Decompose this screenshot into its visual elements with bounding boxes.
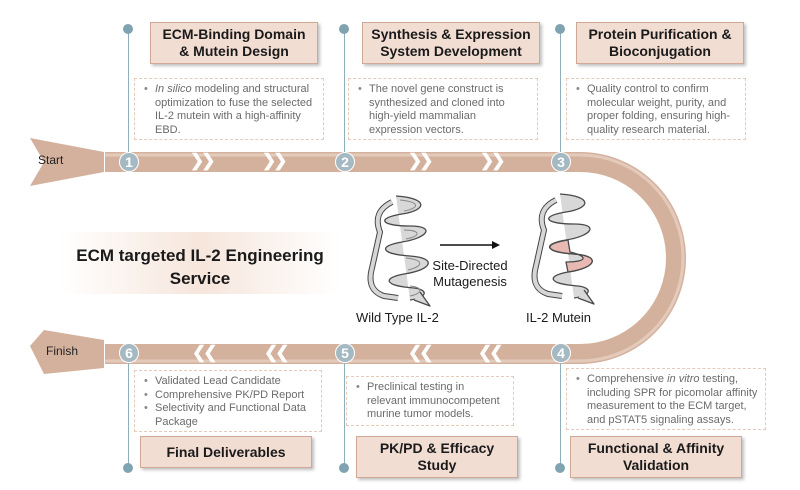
backward-chevrons: ❮❮	[192, 343, 217, 362]
step-1-title: ECM-Binding Domain& Mutein Design	[150, 22, 318, 64]
step-4-pin	[555, 463, 565, 473]
forward-chevrons: ❯❯	[190, 151, 215, 170]
start-arrow	[30, 138, 104, 186]
start-label: Start	[38, 153, 64, 167]
step-4-description: Comprehensive in vitro testing, includin…	[566, 368, 766, 430]
mutein-protein-image	[531, 193, 595, 305]
forward-chevrons: ❯❯	[262, 151, 287, 170]
step-3-title: Protein Purification &Bioconjugation	[576, 22, 744, 64]
forward-chevrons: ❯❯	[480, 151, 505, 170]
step-3-pin	[555, 24, 565, 34]
step-4-number: 4	[551, 343, 571, 363]
mutein-label: IL-2 Mutein	[526, 310, 592, 325]
step-2-pin	[339, 24, 349, 34]
u-track-highlight	[105, 153, 685, 363]
backward-chevrons: ❮❮	[408, 343, 433, 362]
step-6-number: 6	[119, 343, 139, 363]
step-1-number: 1	[119, 152, 139, 172]
deliverable-item: Comprehensive PK/PD Report	[144, 389, 315, 403]
backward-chevrons: ❮❮	[478, 343, 503, 362]
step-6-pin	[123, 463, 133, 473]
step-6-description: Validated Lead Candidate Comprehensive P…	[134, 370, 322, 432]
step-3-number: 3	[551, 152, 571, 172]
deliverable-item: Validated Lead Candidate	[144, 375, 315, 389]
wild-type-protein-image	[367, 195, 431, 307]
step-1-description: In silico modeling and structural optimi…	[134, 78, 324, 140]
title-glow	[60, 232, 340, 294]
forward-chevrons: ❯❯	[408, 151, 433, 170]
step-5-number: 5	[335, 343, 355, 363]
backward-chevrons: ❮❮	[264, 343, 289, 362]
finish-label: Finish	[46, 344, 79, 358]
step-1-pin	[123, 24, 133, 34]
u-track	[105, 152, 686, 364]
step-5-pin	[339, 463, 349, 473]
step-6-title: Final Deliverables	[140, 436, 312, 468]
finish-arrow	[30, 330, 104, 374]
wild-type-label: Wild Type IL-2	[356, 310, 439, 325]
step-2-number: 2	[335, 152, 355, 172]
